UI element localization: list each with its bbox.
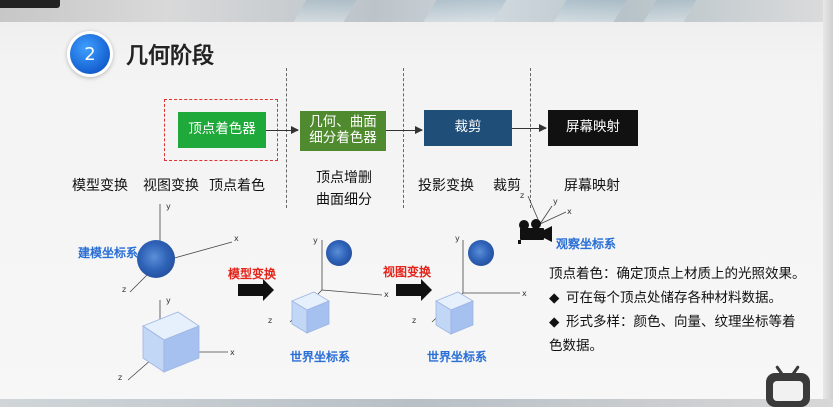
axis-label-x: x [384, 290, 389, 299]
label-model-space: 建模坐标系 [78, 246, 139, 260]
bottom-decorative-band [0, 399, 833, 407]
top-decorative-band [0, 0, 833, 22]
stage-divider [530, 68, 531, 208]
description-bullet-2: 形式多样：颜色、向量、纹理坐标等着 [566, 314, 796, 330]
axis-label-x: x [522, 289, 527, 298]
sub-label-model-transform: 模型变换 [72, 178, 128, 194]
camera-icon [518, 219, 552, 244]
description-bullet-symbol: ◆ [549, 290, 560, 306]
bilibili-tv-icon[interactable] [766, 365, 810, 407]
section-number-badge: 2 [70, 34, 110, 74]
axis-label-z: z [118, 373, 123, 382]
camera-axis-z [527, 195, 541, 225]
label-model-transform: 模型变换 [228, 267, 277, 281]
sub-label-vertex-add-remove: 顶点增删 [316, 170, 372, 186]
stage-clipping: 裁剪 [424, 110, 512, 146]
axis-label-z: z [122, 285, 127, 294]
model-transform-arrow [238, 279, 274, 301]
right-edge [823, 0, 833, 407]
stage-vertex-shader-label: 顶点着色器 [188, 121, 256, 138]
sub-label-vertex-shading: 顶点着色 [209, 178, 265, 194]
axis-label-x: x [567, 207, 572, 216]
stage-screen-mapping-label: 屏幕映射 [566, 119, 620, 136]
sub-label-view-transform: 视图变换 [143, 178, 199, 194]
world1-sphere [326, 240, 352, 266]
sub-label-tessellation: 曲面细分 [316, 192, 372, 208]
world1-cube [291, 291, 330, 334]
world2-cube [435, 291, 474, 335]
camera-axis-x [539, 211, 567, 225]
pipeline-arrow [386, 126, 423, 134]
sub-label-clipping: 裁剪 [493, 178, 521, 194]
stage-clipping-label: 裁剪 [454, 119, 482, 136]
axis-label-x: x [234, 234, 239, 243]
axis-label-z: z [520, 191, 525, 200]
stage-vertex-shader: 顶点着色器 [178, 112, 266, 148]
stage-geometry-label-2: 细分着色器 [309, 130, 377, 146]
section-title: 几何阶段 [126, 44, 215, 69]
model-cube [142, 311, 200, 373]
stage-divider [403, 68, 404, 208]
stage-geometry-label-1: 几何、曲面 [309, 114, 377, 131]
sub-label-screen-mapping: 屏幕映射 [564, 178, 620, 194]
label-view-transform: 视图变换 [383, 265, 432, 279]
stage-screen-mapping: 屏幕映射 [548, 110, 638, 146]
description-bullet-2-cont: 色数据。 [549, 338, 603, 354]
view-transform-arrow [396, 279, 432, 301]
axis-label-y: y [553, 197, 558, 206]
axis-label-x: x [230, 348, 235, 357]
sub-label-projection: 投影变换 [418, 178, 474, 194]
axis-label-z: z [412, 316, 417, 325]
top-left-mark [0, 0, 60, 8]
label-world-space-2: 世界坐标系 [427, 350, 488, 364]
description-bullet-symbol: ◆ [549, 314, 560, 330]
description-main: 顶点着色：确定顶点上材质上的光照效果。 [549, 266, 806, 282]
world1-axis-x [321, 289, 383, 296]
description-bullet-1: 可在每个顶点处储存各种材料数据。 [566, 290, 782, 306]
label-camera-space: 观察坐标系 [556, 237, 617, 251]
axis-label-y: y [455, 234, 460, 243]
camera-axis-y [539, 205, 553, 225]
pipeline-arrow [512, 124, 547, 132]
pipeline-arrow [266, 126, 299, 134]
axis-label-y: y [313, 236, 318, 245]
label-world-space-1: 世界坐标系 [290, 350, 351, 364]
stage-divider [286, 68, 287, 208]
model-sphere [137, 240, 175, 278]
world2-sphere [468, 240, 494, 266]
axis-label-y: y [166, 202, 171, 211]
axis-label-y: y [166, 296, 171, 305]
axis-label-z: z [268, 316, 273, 325]
stage-geometry-shader: 几何、曲面 细分着色器 [300, 111, 386, 151]
